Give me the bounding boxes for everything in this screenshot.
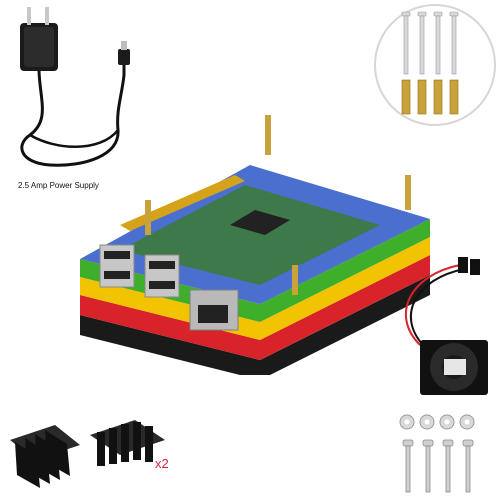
brass-standoff-screws-icon [374,4,496,126]
power-supply: 2.5 Amp Power Supply [10,5,150,195]
raspberry-pi-case [60,105,440,375]
rainbow-acrylic-case-icon [80,115,430,375]
cooling-fan-icon [404,257,488,395]
power-supply-adapter-icon [20,7,130,167]
screws-and-nuts-icon [399,414,475,493]
cooling-fan [390,255,495,400]
standoff-kit [372,2,498,128]
heatsinks: x2 [5,400,175,495]
heatsink-quantity: x2 [155,456,169,471]
screws-and-nuts [395,410,495,498]
power-supply-caption: 2.5 Amp Power Supply [18,181,99,190]
heatsink-icon [10,420,165,488]
